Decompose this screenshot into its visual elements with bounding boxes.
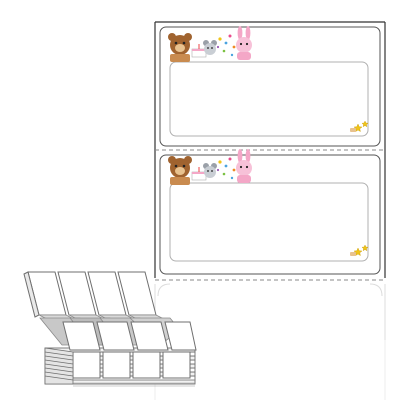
label-2 — [159, 148, 381, 275]
label-1 — [159, 25, 381, 147]
top-fold-strip — [23, 271, 157, 318]
front-label-faces — [62, 321, 197, 351]
layer-lines — [73, 379, 195, 387]
front-bottom-labels — [72, 351, 191, 379]
fanfold-stack — [23, 271, 197, 387]
stack-side — [44, 347, 74, 385]
